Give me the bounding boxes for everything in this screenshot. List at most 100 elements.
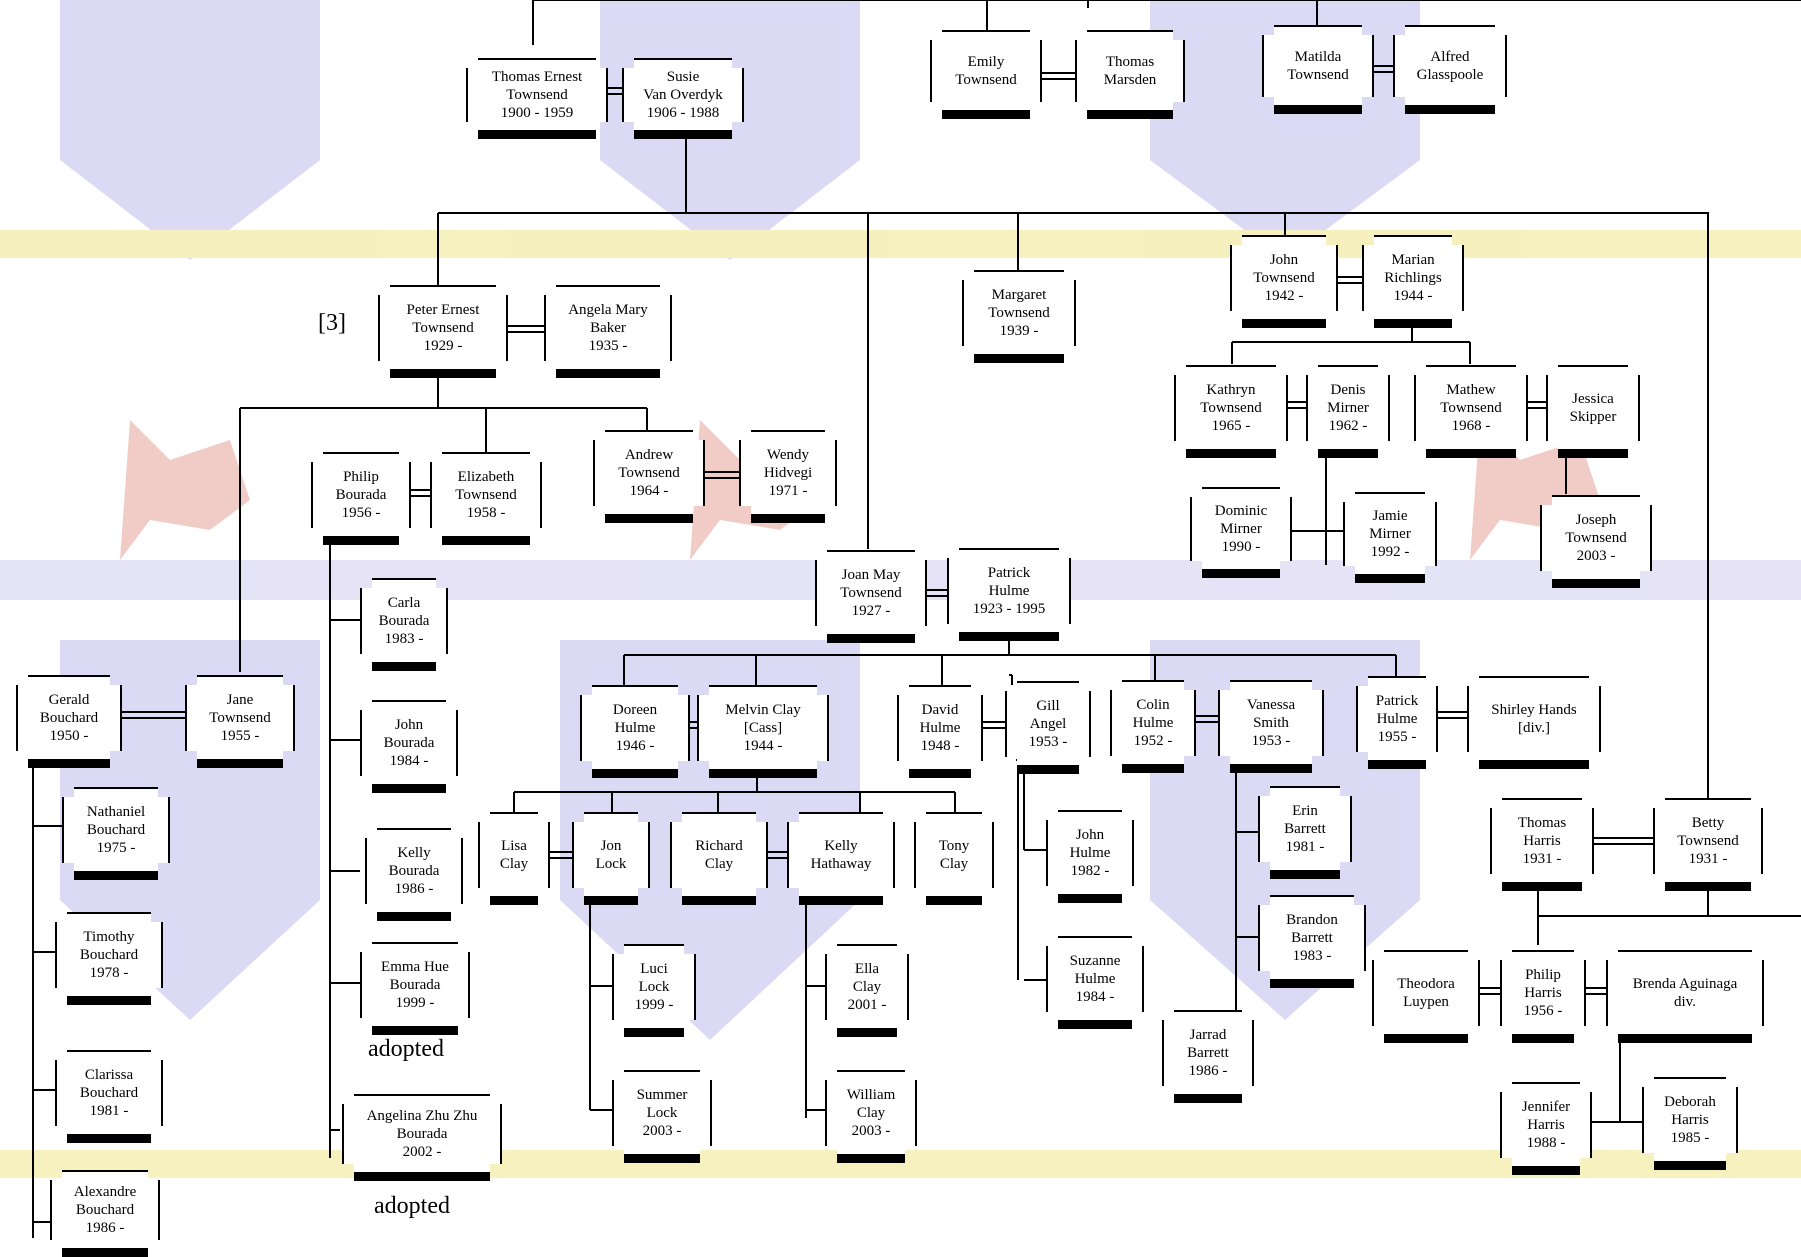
person-node-doreen: Doreen Hulme 1946 -: [580, 685, 690, 778]
person-node-summer: Summer Lock 2003 -: [612, 1070, 712, 1163]
person-node-vanessa: Vanessa Smith 1953 -: [1218, 680, 1324, 773]
person-node-shirley: Shirley Hands [div.]: [1467, 676, 1601, 769]
box-shadow-bar: [1512, 1036, 1574, 1043]
person-name: Luci Lock 1999 -: [612, 944, 696, 1030]
person-node-denis: Denis Mirner 1962 -: [1306, 365, 1390, 458]
person-node-elizabeth: Elizabeth Townsend 1958 -: [430, 452, 542, 545]
person-node-angela: Angela Mary Baker 1935 -: [544, 285, 672, 378]
box-shadow-bar: [1242, 321, 1326, 328]
person-name: Thomas Harris 1931 -: [1490, 798, 1594, 884]
box-shadow-bar: [974, 356, 1064, 363]
box-shadow-bar: [1654, 1163, 1726, 1170]
box-shadow-bar: [1355, 576, 1425, 583]
person-node-luci: Luci Lock 1999 -: [612, 944, 696, 1037]
person-name: Deborah Harris 1985 -: [1642, 1077, 1738, 1163]
person-name: Margaret Townsend 1939 -: [962, 270, 1076, 356]
person-name: Theodora Luypen: [1372, 950, 1480, 1036]
person-node-wendy: Wendy Hidvegi 1971 -: [739, 430, 837, 523]
person-name: Thomas Ernest Townsend 1900 - 1959: [466, 58, 608, 132]
person-name: Joan May Townsend 1927 -: [815, 550, 927, 636]
box-shadow-bar: [323, 538, 399, 545]
person-name: Clarissa Bouchard 1981 -: [55, 1050, 163, 1136]
person-name: Richard Clay: [670, 812, 768, 898]
person-node-philip-b: Philip Bourada 1956 -: [311, 452, 411, 545]
person-name: Mathew Townsend 1968 -: [1414, 365, 1528, 451]
person-name: Nathaniel Bouchard 1975 -: [62, 787, 170, 873]
box-shadow-bar: [1502, 884, 1582, 891]
person-node-richard: Richard Clay: [670, 812, 768, 905]
person-node-colin: Colin Hulme 1952 -: [1110, 680, 1196, 773]
person-node-andrew: Andrew Townsend 1964 -: [593, 430, 705, 523]
box-shadow-bar: [799, 898, 883, 905]
person-name: Alexandre Bouchard 1986 -: [50, 1170, 160, 1250]
person-name: Summer Lock 2003 -: [612, 1070, 712, 1156]
person-node-tony: Tony Clay: [914, 812, 994, 905]
person-name: Philip Harris 1956 -: [1500, 950, 1586, 1036]
box-shadow-bar: [197, 761, 283, 768]
person-node-ella: Ella Clay 2001 -: [825, 944, 909, 1037]
person-name: Shirley Hands [div.]: [1467, 676, 1601, 762]
box-shadow-bar: [1368, 762, 1426, 769]
person-node-kelly-b: Kelly Bourada 1986 -: [365, 828, 463, 921]
box-shadow-bar: [837, 1030, 897, 1037]
person-name: Jane Townsend 1955 -: [185, 675, 295, 761]
box-shadow-bar: [1274, 107, 1362, 114]
box-shadow-bar: [1186, 451, 1276, 458]
person-name: Kathryn Townsend 1965 -: [1174, 365, 1288, 451]
person-name: Doreen Hulme 1946 -: [580, 685, 690, 771]
box-shadow-bar: [490, 898, 538, 905]
person-node-emily: Emily Townsend: [930, 30, 1042, 119]
person-node-thomas-ernest: Thomas Ernest Townsend 1900 - 1959: [466, 58, 608, 139]
box-shadow-bar: [1270, 981, 1354, 988]
person-name: John Townsend 1942 -: [1230, 235, 1338, 321]
person-node-jennifer: Jennifer Harris 1988 -: [1500, 1082, 1592, 1175]
box-shadow-bar: [442, 538, 530, 545]
person-node-jarrad: Jarrad Barrett 1986 -: [1162, 1010, 1254, 1103]
box-shadow-bar: [1384, 1036, 1468, 1043]
box-shadow-bar: [592, 771, 678, 778]
person-node-joan: Joan May Townsend 1927 -: [815, 550, 927, 643]
person-node-thomas-harris: Thomas Harris 1931 -: [1490, 798, 1594, 891]
box-shadow-bar: [372, 786, 446, 793]
box-shadow-bar: [1318, 451, 1378, 458]
person-name: Jennifer Harris 1988 -: [1500, 1082, 1592, 1168]
box-shadow-bar: [390, 371, 496, 378]
person-node-deborah: Deborah Harris 1985 -: [1642, 1077, 1738, 1170]
box-shadow-bar: [377, 914, 451, 921]
person-name: Brenda Aguinaga div.: [1606, 950, 1764, 1036]
person-name: Brandon Barrett 1983 -: [1258, 895, 1366, 981]
person-node-gill: Gill Angel 1953 -: [1005, 681, 1091, 774]
person-name: Andrew Townsend 1964 -: [593, 430, 705, 516]
box-shadow-bar: [1558, 451, 1628, 458]
box-shadow-bar: [1122, 766, 1184, 773]
person-node-angelina: Angelina Zhu Zhu Bourada 2002 -: [342, 1094, 502, 1181]
person-name: David Hulme 1948 -: [897, 685, 983, 771]
person-name: Emily Townsend: [930, 30, 1042, 112]
box-shadow-bar: [709, 771, 817, 778]
person-name: Marian Richlings 1944 -: [1362, 235, 1464, 321]
person-node-betty: Betty Townsend 1931 -: [1653, 798, 1763, 891]
person-name: Kelly Bourada 1986 -: [365, 828, 463, 914]
person-node-philip-h: Philip Harris 1956 -: [1500, 950, 1586, 1043]
box-shadow-bar: [634, 132, 732, 139]
person-node-joseph: Joseph Townsend 2003 -: [1540, 495, 1652, 588]
box-shadow-bar: [1512, 1168, 1580, 1175]
person-name: Elizabeth Townsend 1958 -: [430, 452, 542, 538]
person-node-matilda: Matilda Townsend: [1262, 25, 1374, 114]
box-shadow-bar: [28, 761, 110, 768]
box-shadow-bar: [556, 371, 660, 378]
box-shadow-bar: [624, 1156, 700, 1163]
box-shadow-bar: [959, 634, 1059, 641]
person-node-erin: Erin Barrett 1981 -: [1258, 786, 1352, 879]
box-shadow-bar: [354, 1174, 490, 1181]
person-node-alfred: Alfred Glasspoole: [1393, 25, 1507, 114]
box-shadow-bar: [1230, 766, 1312, 773]
person-node-david: David Hulme 1948 -: [897, 685, 983, 778]
person-name: Betty Townsend 1931 -: [1653, 798, 1763, 884]
box-shadow-bar: [478, 132, 596, 139]
person-name: Kelly Hathaway: [787, 812, 895, 898]
person-node-jane: Jane Townsend 1955 -: [185, 675, 295, 768]
person-node-theodora: Theodora Luypen: [1372, 950, 1480, 1043]
person-node-william: William Clay 2003 -: [825, 1070, 917, 1163]
person-name: Colin Hulme 1952 -: [1110, 680, 1196, 766]
